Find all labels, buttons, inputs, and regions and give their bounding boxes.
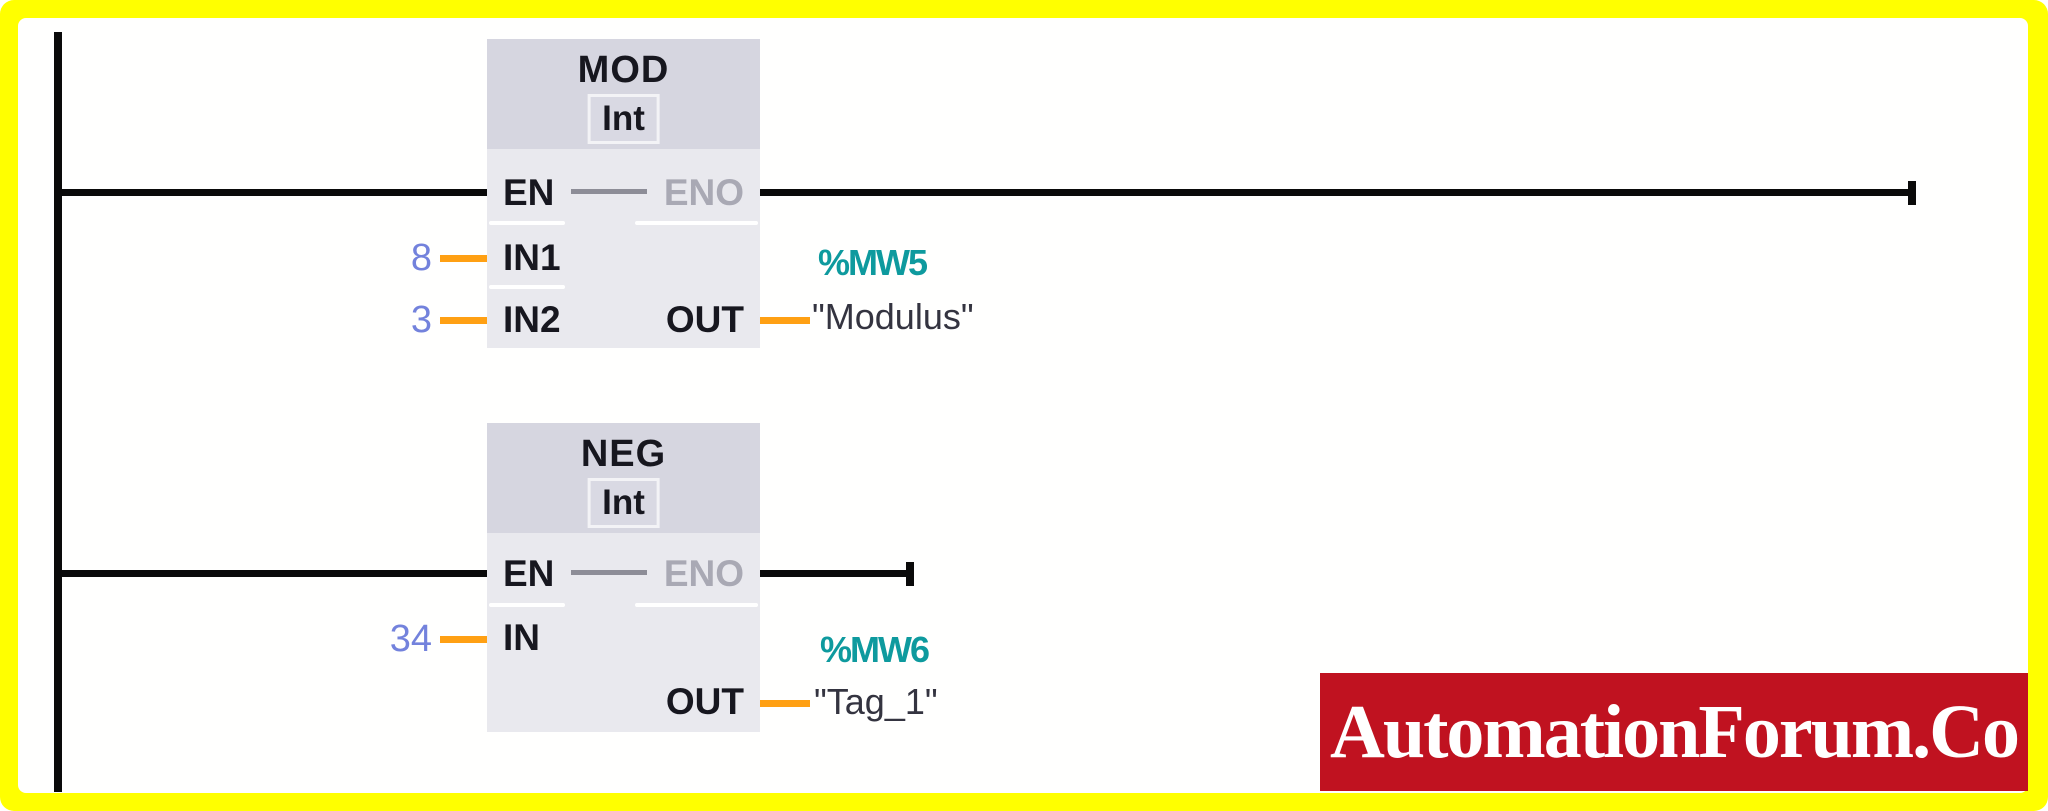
mod-block-title: MOD (577, 49, 670, 91)
neg-pin-out: OUT (665, 681, 744, 722)
pin-separator (489, 603, 565, 607)
mod-in1-operand[interactable]: 8 (410, 237, 432, 279)
mod-block-body (487, 149, 760, 348)
rung1-wire-end-tick (1908, 181, 1916, 205)
watermark-text: AutomationForum.Co (1329, 689, 2020, 774)
neg-pin-en: EN (503, 553, 555, 594)
neg-in-operand[interactable]: 34 (389, 618, 432, 660)
mod-out-wire (760, 317, 810, 324)
mod-block[interactable]: MOD Int EN ENO IN1 IN2 OUT (487, 39, 760, 348)
neg-pin-eno: ENO (663, 553, 744, 594)
rung2-en-wire (54, 570, 487, 577)
mod-in2-wire (440, 317, 487, 324)
mod-pin-in1: IN1 (503, 237, 561, 278)
mod-in2-operand[interactable]: 3 (410, 299, 432, 341)
mod-in1-wire (440, 255, 487, 262)
neg-block[interactable]: NEG Int EN ENO IN OUT (487, 423, 760, 732)
rung2-wire-end-tick (906, 562, 914, 586)
mod-out-tag[interactable]: "Modulus" (812, 296, 974, 337)
neg-type-badge[interactable]: Int (587, 478, 660, 528)
rung2-eno-wire (760, 570, 906, 577)
mod-en-eno-dash (571, 189, 647, 194)
editor-canvas (18, 18, 2028, 793)
mod-type-badge[interactable]: Int (587, 94, 660, 144)
pin-separator (489, 285, 565, 289)
neg-in-wire (440, 636, 487, 643)
mod-pin-in2: IN2 (503, 299, 561, 340)
neg-pin-in: IN (503, 617, 540, 658)
pin-separator (635, 603, 758, 607)
mod-pin-en: EN (503, 172, 555, 213)
neg-out-wire (760, 700, 810, 707)
mod-out-address[interactable]: %MW5 (818, 242, 928, 283)
rung1-en-wire (54, 189, 487, 196)
power-rail (54, 32, 62, 792)
neg-en-eno-dash (571, 570, 647, 575)
pin-separator (489, 221, 565, 225)
pin-separator (635, 221, 758, 225)
mod-pin-out: OUT (665, 299, 744, 340)
neg-block-body (487, 533, 760, 732)
mod-pin-eno: ENO (663, 172, 744, 213)
neg-out-tag[interactable]: "Tag_1" (814, 681, 938, 722)
rung1-eno-wire (760, 189, 1908, 196)
neg-out-address[interactable]: %MW6 (820, 629, 930, 670)
neg-block-title: NEG (580, 433, 667, 475)
watermark-banner: AutomationForum.Co (1320, 673, 2028, 791)
